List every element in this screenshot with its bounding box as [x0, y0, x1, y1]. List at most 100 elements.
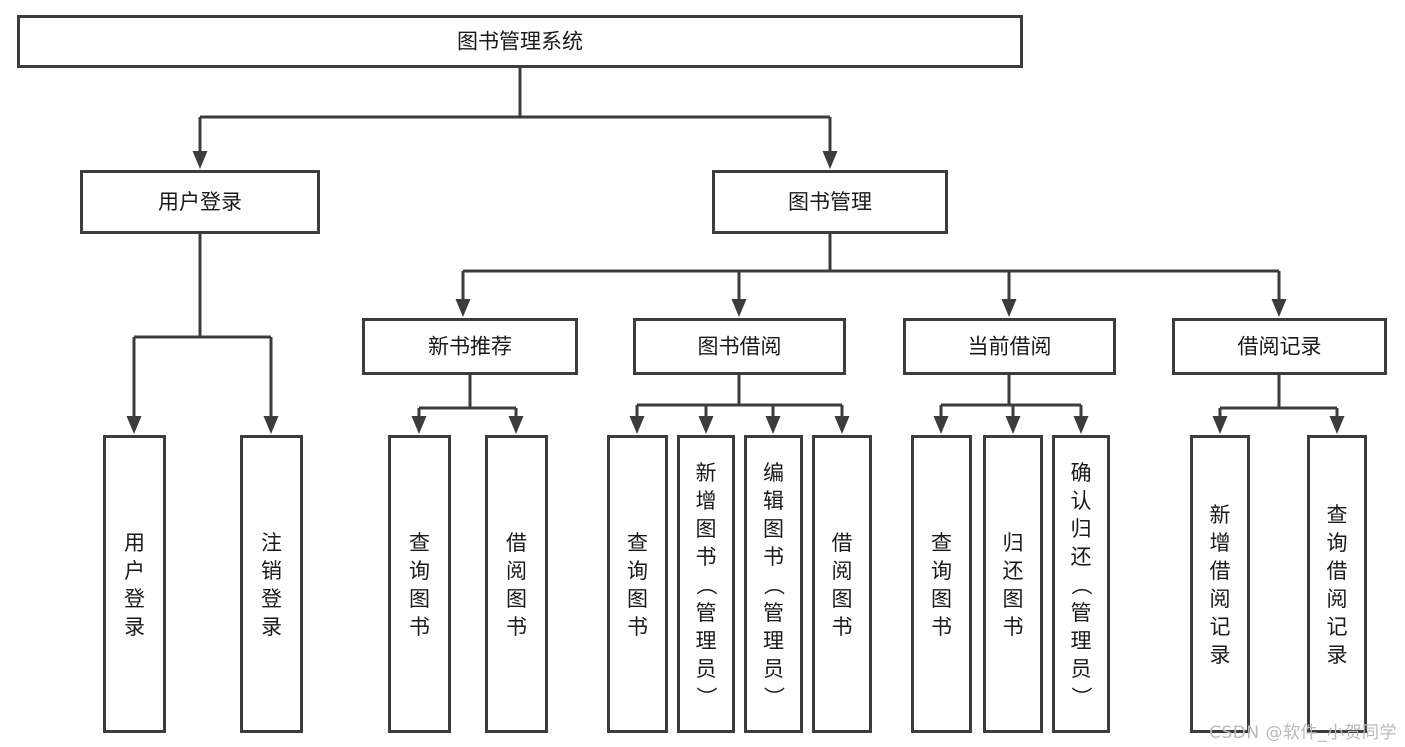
node-label-char: 编	[763, 461, 784, 485]
node-box[interactable]	[485, 435, 548, 733]
node-label-char: 理	[1071, 629, 1092, 653]
node-label-char: 询	[931, 559, 952, 583]
node-label-char: 新	[1210, 503, 1231, 527]
arrow-head-icon	[411, 416, 427, 434]
node-box[interactable]	[744, 435, 803, 733]
node-label-char: 图	[931, 587, 952, 611]
node-box[interactable]	[712, 170, 948, 234]
node-label-char: 户	[124, 559, 145, 583]
node-box[interactable]	[1052, 435, 1110, 733]
node-label-char: 管	[763, 601, 784, 625]
node-box[interactable]	[388, 435, 451, 733]
node-label-char: 记	[1327, 615, 1348, 639]
node-label-char: 员	[763, 657, 784, 681]
arrow-head-icon	[731, 299, 747, 317]
node-label-char: 图	[506, 587, 527, 611]
arrow-head-icon	[1212, 416, 1228, 434]
node-label-char: （	[762, 574, 786, 595]
node-label-char: 书	[763, 545, 784, 569]
node-box[interactable]	[362, 318, 578, 375]
node-box[interactable]	[983, 435, 1043, 733]
node-newbook[interactable]: 新书推荐	[362, 318, 578, 375]
node-label-char: 销	[261, 559, 282, 583]
node-label-char: 确	[1071, 461, 1092, 485]
node-label: 图书管理	[788, 190, 872, 214]
node-label-char: 图	[832, 587, 853, 611]
node-box[interactable]	[911, 435, 972, 733]
node-label-char: 辑	[763, 489, 784, 513]
arrow-head-icon	[1271, 299, 1287, 317]
node-label-char: 借	[506, 531, 527, 555]
node-label-char: 归	[1003, 531, 1024, 555]
node-label-char: 询	[409, 559, 430, 583]
node-label-char: 查	[409, 531, 430, 555]
node-label: 用户登录	[158, 190, 242, 214]
node-label-char: 员	[696, 657, 717, 681]
node-label-char: 用	[124, 531, 145, 555]
node-label-char: 录	[1210, 643, 1231, 667]
node-label: 新书推荐	[428, 335, 512, 359]
node-box[interactable]	[1172, 318, 1387, 375]
node-label-char: 书	[409, 615, 430, 639]
node-label-char: 查	[627, 531, 648, 555]
node-label: 图书管理系统	[457, 30, 583, 54]
arrow-head-icon	[629, 416, 645, 434]
node-box[interactable]	[103, 435, 166, 733]
node-label-char: 增	[1210, 531, 1231, 555]
node-borrow[interactable]: 图书借阅	[633, 318, 846, 375]
node-box[interactable]	[80, 170, 320, 234]
node-label-char: 借	[1210, 559, 1231, 583]
node-box[interactable]	[812, 435, 872, 733]
node-label: 图书借阅	[698, 335, 782, 359]
node-label-char: （	[694, 574, 718, 595]
node-label-char: 还	[1071, 545, 1092, 569]
node-label-char: 借	[832, 531, 853, 555]
node-label-char: 借	[1327, 559, 1348, 583]
node-records[interactable]: 借阅记录	[1172, 318, 1387, 375]
node-label-char: 认	[1071, 489, 1092, 513]
node-label-char: 归	[1071, 517, 1092, 541]
node-label-char: 理	[763, 629, 784, 653]
node-label-char: 还	[1003, 559, 1024, 583]
node-label-char: 图	[409, 587, 430, 611]
node-label-char: 阅	[832, 559, 853, 583]
arrow-head-icon	[1073, 416, 1089, 434]
node-label-char: 增	[696, 489, 717, 513]
node-label-char: ）	[1069, 686, 1093, 707]
node-label-char: 图	[627, 587, 648, 611]
arrow-head-icon	[126, 416, 142, 434]
node-box[interactable]	[903, 318, 1116, 375]
node-bookmgmt[interactable]: 图书管理	[712, 170, 948, 234]
node-login[interactable]: 用户登录	[80, 170, 320, 234]
node-label-char: 录	[261, 615, 282, 639]
node-current[interactable]: 当前借阅	[903, 318, 1116, 375]
arrow-head-icon	[698, 416, 714, 434]
node-leaf1[interactable]: 用户登录	[103, 435, 166, 733]
node-label-char: 图	[1003, 587, 1024, 611]
arrow-head-icon	[933, 416, 949, 434]
node-root[interactable]: 图书管理系统	[17, 15, 1023, 68]
node-box[interactable]	[17, 15, 1023, 68]
arrow-head-icon	[192, 151, 208, 169]
arrow-head-icon	[1001, 299, 1017, 317]
node-box[interactable]	[607, 435, 668, 733]
node-box[interactable]	[633, 318, 846, 375]
node-box[interactable]	[1190, 435, 1250, 733]
node-box[interactable]	[677, 435, 735, 733]
node-box[interactable]	[1307, 435, 1367, 733]
node-box[interactable]	[240, 435, 303, 733]
node-label-char: 查	[1327, 503, 1348, 527]
